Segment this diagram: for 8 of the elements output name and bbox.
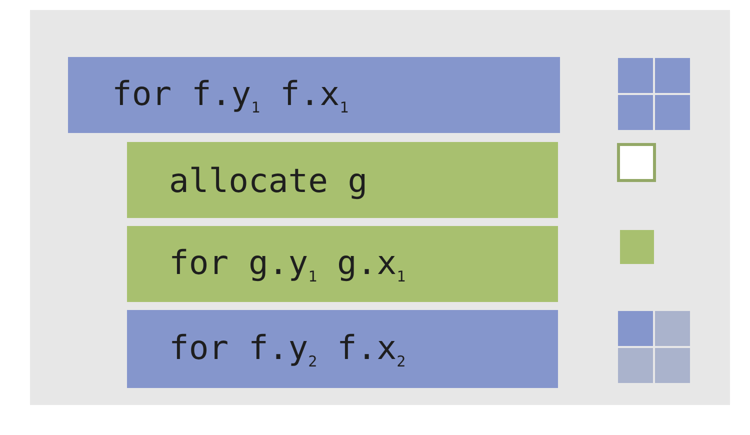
loop-bar [68, 57, 560, 133]
loop-bar [127, 142, 558, 218]
code-line: for f.y$_{1}$ f.x$_{1}$ [112, 74, 349, 116]
code-line: for f.y$_{2}$ f.x$_{2}$ [169, 328, 406, 370]
loop-bar [127, 310, 558, 388]
loop-bar [127, 226, 558, 302]
code-line: for g.y$_{1}$ g.x$_{1}$ [169, 242, 406, 286]
code-line: allocate g [169, 160, 368, 200]
